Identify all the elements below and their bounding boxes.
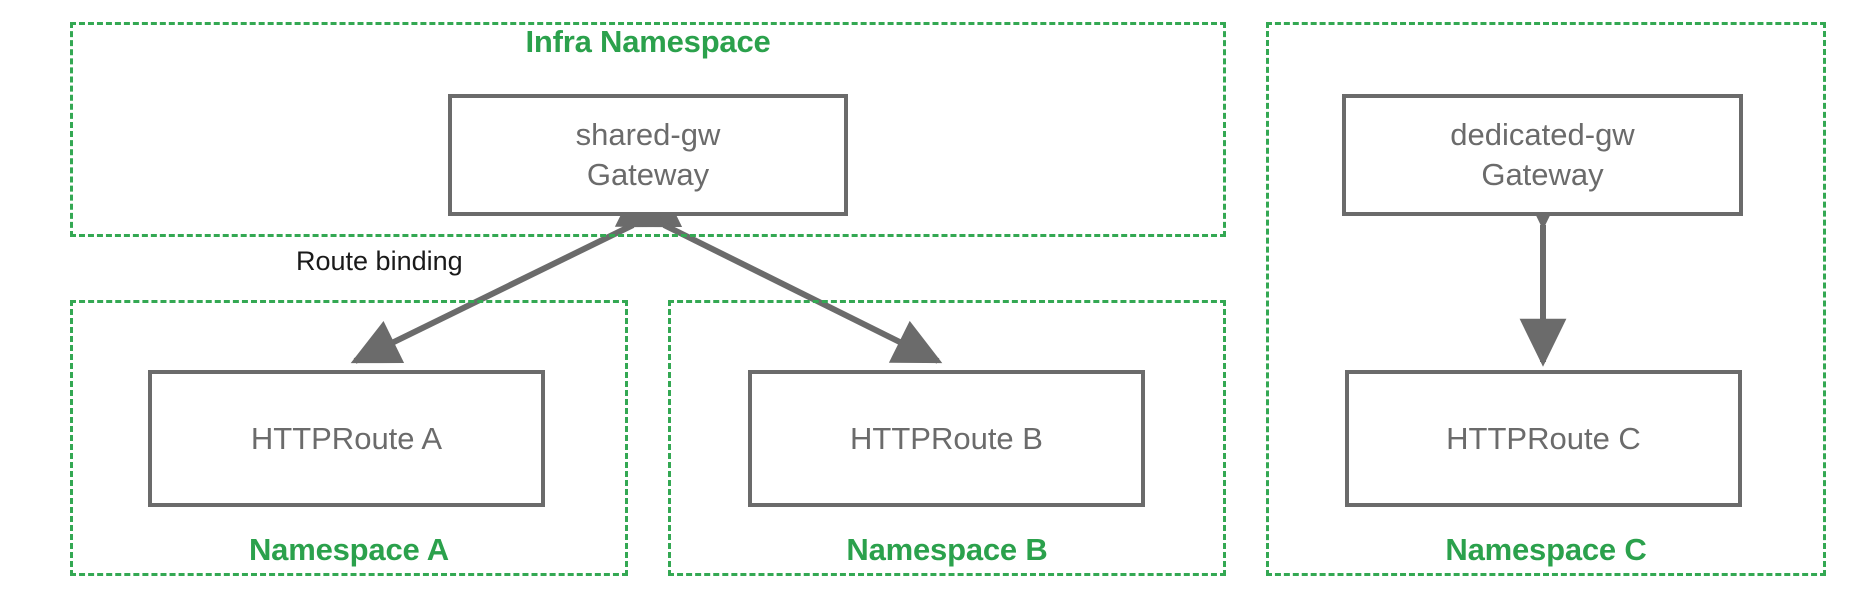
- httproute-c-name: HTTPRoute C: [1446, 420, 1641, 456]
- resource-httproute-a[interactable]: HTTPRoute A: [148, 370, 545, 507]
- namespace-a-label: Namespace A: [249, 532, 449, 567]
- edge-label-route-binding: Route binding: [296, 246, 463, 276]
- namespace-b-label: Namespace B: [846, 532, 1048, 567]
- namespace-infra-label: Infra Namespace: [525, 24, 771, 59]
- edge-route-b-to-shared-gw: [614, 184, 943, 364]
- namespace-c-label: Namespace C: [1445, 532, 1647, 567]
- resource-shared-gw-gateway[interactable]: shared-gw Gateway: [448, 94, 848, 216]
- resource-dedicated-gw-gateway[interactable]: dedicated-gw Gateway: [1342, 94, 1743, 216]
- edge-route-a-to-shared-gw: [350, 184, 683, 364]
- resource-httproute-c[interactable]: HTTPRoute C: [1345, 370, 1742, 507]
- dedicated-gw-name: dedicated-gw: [1450, 117, 1635, 153]
- httproute-a-name: HTTPRoute A: [250, 420, 443, 456]
- shared-gw-kind: Gateway: [586, 157, 710, 192]
- shared-gw-name: shared-gw: [575, 117, 721, 153]
- namespace-infra[interactable]: [70, 22, 1226, 237]
- namespace-c[interactable]: [1266, 22, 1826, 576]
- namespace-a[interactable]: [70, 300, 628, 576]
- httproute-b-name: HTTPRoute B: [850, 420, 1043, 456]
- namespace-b[interactable]: [668, 300, 1226, 576]
- resource-httproute-b[interactable]: HTTPRoute B: [748, 370, 1145, 507]
- dedicated-gw-kind: Gateway: [1481, 157, 1604, 192]
